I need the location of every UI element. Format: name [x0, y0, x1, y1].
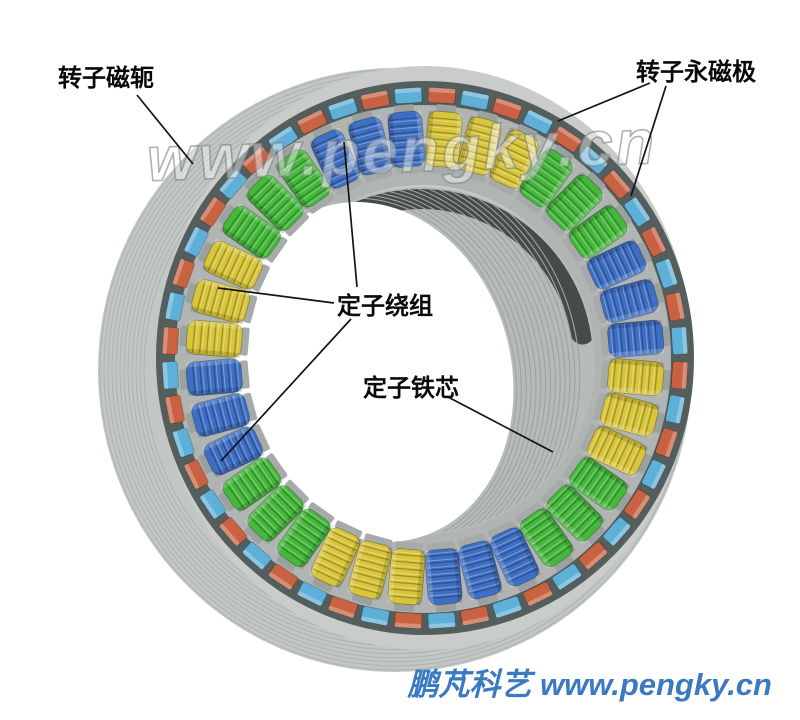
stator-coil [515, 502, 576, 572]
rotor-magnet [268, 563, 299, 590]
leader-rotor-magnet-2 [630, 85, 667, 197]
rotor-magnet [184, 226, 209, 257]
rotor-magnet [578, 146, 608, 175]
stator-coil [515, 144, 576, 214]
stator-coil [244, 172, 309, 237]
rotor-magnet [297, 581, 328, 607]
leader-lines [136, 82, 667, 462]
stator-coil [424, 104, 463, 175]
rotor-magnet [602, 516, 631, 546]
stator-coil [456, 533, 503, 606]
stator-coil [274, 144, 335, 214]
rotor-magnet [172, 258, 195, 289]
stator-coil [424, 541, 463, 612]
rotor-magnet [623, 197, 651, 227]
stator-coil [309, 520, 363, 592]
rotor-magnet [578, 541, 608, 570]
rotor-magnet [219, 170, 248, 200]
rotor-magnet [665, 394, 686, 424]
leader-stator-core [447, 396, 554, 453]
stator-coil [580, 424, 652, 478]
rotor-magnet [522, 581, 553, 607]
stator-coil [198, 238, 270, 292]
label-rotor-yoke: 转子磁轭 [58, 64, 154, 92]
rotor-magnet [641, 226, 666, 257]
stator-coil [387, 541, 426, 612]
stator-coil [592, 391, 665, 438]
motor-wheel [98, 66, 694, 672]
rotor-magnet [522, 109, 553, 135]
rotor-magnet [427, 611, 456, 629]
leader-rotor-magnet-1 [557, 82, 651, 122]
footer-brand-text: 鹏芃科艺 www.pengky.cn [406, 667, 772, 702]
stator-coil [562, 453, 632, 513]
stator-coil [487, 124, 541, 196]
label-stator-core: 定子铁芯 [363, 374, 459, 402]
stator-coil [198, 424, 270, 478]
stator-coil [387, 104, 426, 175]
stator-coil [600, 358, 671, 397]
stator-coil [456, 110, 503, 183]
stator-coil [487, 520, 541, 592]
stator-coil [218, 203, 288, 263]
rotor-magnet [655, 427, 678, 458]
rotor-magnet [623, 489, 651, 519]
leader-rotor-yoke [136, 94, 194, 165]
stator-coil [541, 172, 606, 237]
rotor-magnet [161, 361, 180, 390]
stator-coil [185, 391, 258, 438]
rotor-magnet [665, 292, 686, 322]
rotor-magnet [670, 360, 689, 390]
stator-coil [541, 479, 606, 544]
leader-stator-winding-bottom [220, 318, 352, 462]
stator-coil [244, 479, 309, 544]
rotor-magnet [602, 170, 631, 200]
rotor-magnet [219, 516, 248, 546]
leader-stator-winding-left [217, 287, 335, 304]
label-stator-winding: 定子绕组 [337, 292, 433, 320]
rotor-magnet [242, 541, 272, 570]
rotor-magnet [670, 326, 689, 355]
stator-coil [179, 319, 250, 358]
rotor-magnet [164, 292, 185, 322]
rotor-magnet [164, 394, 185, 424]
leader-stator-winding-top [343, 141, 358, 288]
stator-coil [347, 533, 394, 606]
rotor-magnet [184, 459, 209, 490]
rotor-magnet [641, 459, 666, 490]
stator-coil [274, 502, 335, 572]
rotor-magnet [297, 109, 328, 135]
bore-hole [230, 202, 514, 542]
rotor-magnet [394, 87, 423, 105]
rotor-magnet [199, 489, 227, 519]
magnet-backing-ring [156, 81, 694, 635]
rotor-magnet [161, 326, 180, 356]
rotor-magnet [492, 595, 522, 619]
label-rotor-magnet: 转子永磁极 [636, 58, 756, 86]
stator-coil [179, 358, 250, 397]
rotor-magnet [360, 605, 390, 626]
rotor-magnet [360, 90, 390, 111]
rotor-magnet [394, 611, 423, 630]
rotor-magnet [328, 97, 358, 121]
rotor-magnet [460, 90, 490, 111]
rotor-magnet [427, 86, 456, 105]
stator-coil [218, 453, 288, 513]
stator-coil [347, 110, 394, 183]
stator-coil [592, 278, 665, 325]
stator-coil [562, 203, 632, 263]
rotor-magnet [268, 126, 299, 153]
rotor-magnet [199, 197, 227, 227]
rotor-magnet [460, 605, 490, 626]
stator-coil [580, 238, 652, 292]
rotor-magnet [242, 146, 272, 175]
rotor-magnet [551, 126, 582, 153]
rotor-magnet [328, 595, 358, 619]
rotor-magnet [492, 97, 522, 121]
stator-coil [600, 319, 671, 358]
rotor-magnet [655, 258, 678, 289]
rotor-magnet [172, 427, 195, 458]
rotor-magnet [551, 563, 582, 590]
